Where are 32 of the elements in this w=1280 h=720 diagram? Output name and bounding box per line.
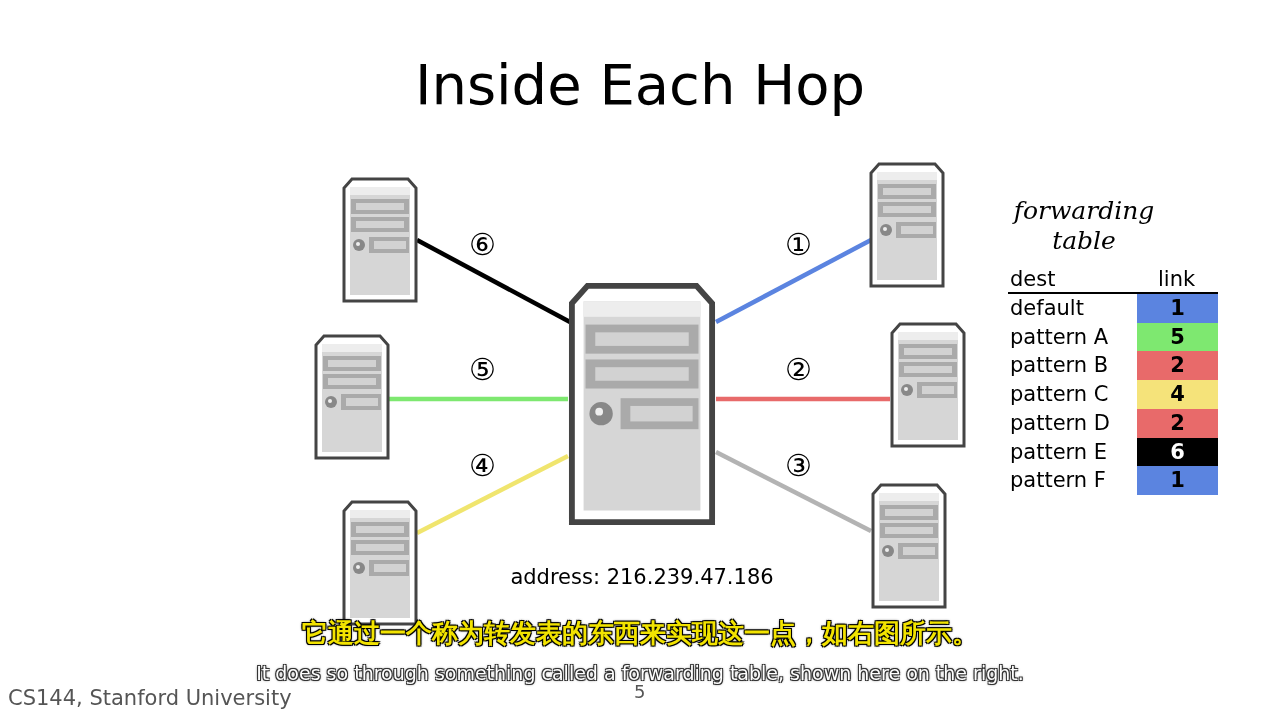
column-header: link xyxy=(1158,266,1196,293)
server-drawing xyxy=(869,162,945,288)
link-cell: 1 xyxy=(1137,294,1218,323)
server-drawing xyxy=(871,483,947,609)
row-label: pattern F xyxy=(1010,467,1106,495)
column-header: dest xyxy=(1010,266,1056,293)
link-line xyxy=(388,396,568,402)
link-cell: 2 xyxy=(1137,408,1218,438)
row-label: pattern D xyxy=(1010,409,1110,437)
subtitle: 它通过一个称为转发表的东西来实现这一点，如右图所示。 xyxy=(301,617,979,650)
row-label: pattern C xyxy=(1010,381,1109,409)
link-line xyxy=(415,454,570,535)
handwritten-note: forwarding table xyxy=(1011,196,1156,256)
link-line xyxy=(714,238,873,324)
address-label: address: 216.239.47.186 xyxy=(509,564,775,591)
link-cell: 5 xyxy=(1137,322,1218,352)
link-cell: 1 xyxy=(1137,466,1218,496)
link-cell: 4 xyxy=(1137,380,1218,410)
row-label: pattern A xyxy=(1010,323,1109,351)
row-label: default xyxy=(1010,295,1084,322)
row-label: pattern E xyxy=(1010,438,1108,466)
server-drawing xyxy=(314,334,390,460)
footer-text: CS144, Stanford University xyxy=(8,685,292,712)
link-line xyxy=(716,396,890,402)
row-label: pattern B xyxy=(1010,352,1109,380)
link-cell: 2 xyxy=(1137,351,1218,381)
server-drawing xyxy=(342,177,418,303)
link-line xyxy=(714,450,873,533)
link-cell: 6 xyxy=(1137,437,1218,467)
server-drawing xyxy=(890,322,966,448)
slide-title: Inside Each Hop xyxy=(413,51,867,119)
router-drawing xyxy=(568,282,716,526)
